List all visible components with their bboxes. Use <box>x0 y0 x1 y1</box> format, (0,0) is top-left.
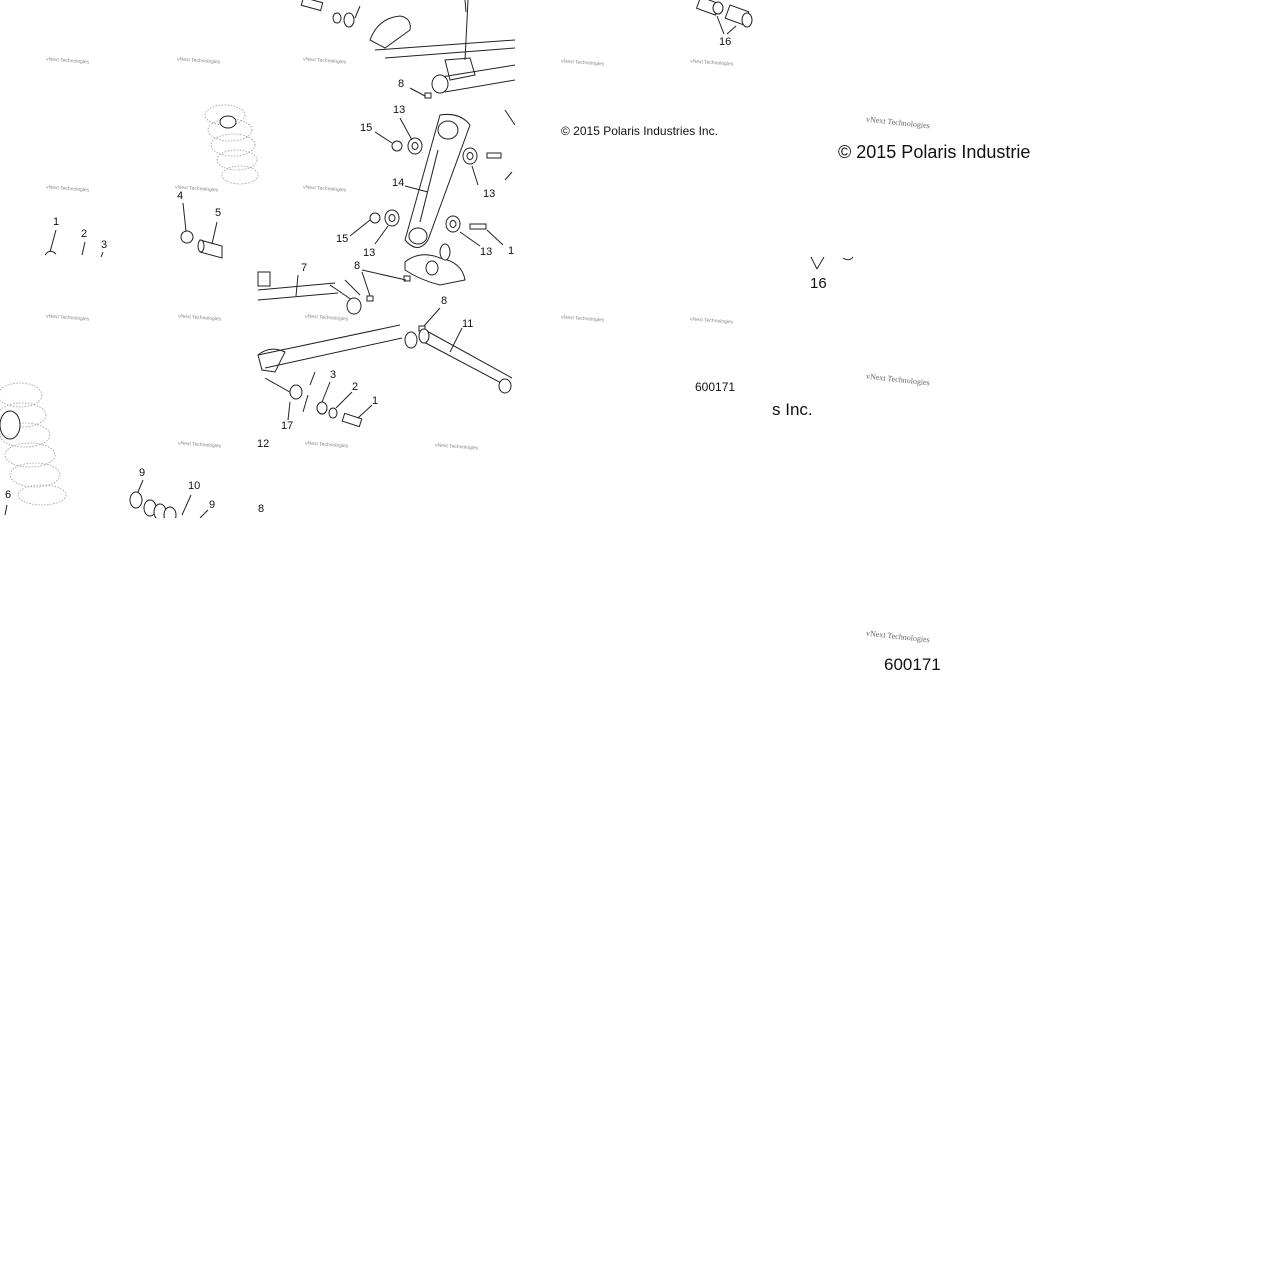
callout-1: 1 <box>372 395 379 407</box>
callout-6: 6 <box>5 489 12 501</box>
callout-8: 8 <box>354 260 361 272</box>
callout-13: 13 <box>393 104 406 116</box>
callout-2: 2 <box>81 228 88 240</box>
callout-1: 1 <box>508 245 515 257</box>
watermark: vNext Technologies <box>560 314 605 324</box>
watermark: vNext Technologies <box>865 371 931 388</box>
link-arm <box>404 114 471 248</box>
callout-14: 14 <box>392 177 405 189</box>
watermark: vNext Technologies <box>689 316 734 326</box>
callout-5: 5 <box>215 207 222 219</box>
callout-16-large: 16 <box>810 275 827 292</box>
callout-13: 13 <box>363 247 376 259</box>
watermark: vNext Technologies <box>865 628 931 645</box>
callout-17: 17 <box>281 420 294 432</box>
figure-id-large: 600171 <box>884 655 941 674</box>
callout-15: 15 <box>360 122 373 134</box>
copyright-fragment: s Inc. <box>772 400 813 419</box>
callout-8: 8 <box>441 295 448 307</box>
callout-15: 15 <box>336 233 349 245</box>
shock-spring-left <box>0 382 67 506</box>
callout-3: 3 <box>330 369 337 381</box>
callout-16: 16 <box>719 36 732 48</box>
callout-1: 1 <box>53 216 60 228</box>
upper-a-arm <box>369 0 515 126</box>
copyright-notice: © 2015 Polaris Industries Inc. <box>561 124 718 138</box>
lower-arm-7 <box>257 271 362 315</box>
callout-4: 4 <box>177 190 184 202</box>
callout-7: 7 <box>301 262 308 274</box>
diagram-tile-lower: vNext Technologies vNext Technologies 60… <box>555 300 755 400</box>
callout-3: 3 <box>101 239 108 251</box>
diagram-tile-right: 16 vNext Technologies vNext Technologies… <box>555 0 755 140</box>
callout-9: 9 <box>139 467 146 479</box>
bushing-16-fragment <box>810 256 854 270</box>
callout-8: 8 <box>398 78 405 90</box>
callout-2: 2 <box>352 381 359 393</box>
lower-a-arm <box>257 324 418 413</box>
callout-13: 13 <box>480 246 493 258</box>
shock-spring-top <box>204 104 259 185</box>
top-bolt-group <box>300 0 361 28</box>
callout-9: 9 <box>209 499 216 511</box>
copyright-notice-large: © 2015 Polaris Industrie <box>838 142 1031 162</box>
exploded-parts-drawing <box>0 0 515 518</box>
callout-11: 11 <box>462 318 474 330</box>
bushing-16-drawing <box>695 0 753 35</box>
diagram-tile-main: vNext Technologies vNext Technologies vN… <box>0 0 515 518</box>
callout-8: 8 <box>258 503 265 515</box>
long-tube-11 <box>418 328 513 394</box>
callout-10: 10 <box>188 480 201 492</box>
callout-13: 13 <box>483 188 496 200</box>
figure-id: 600171 <box>695 380 736 394</box>
callout-12: 12 <box>257 438 270 450</box>
watermark: vNext Technologies <box>865 114 931 131</box>
